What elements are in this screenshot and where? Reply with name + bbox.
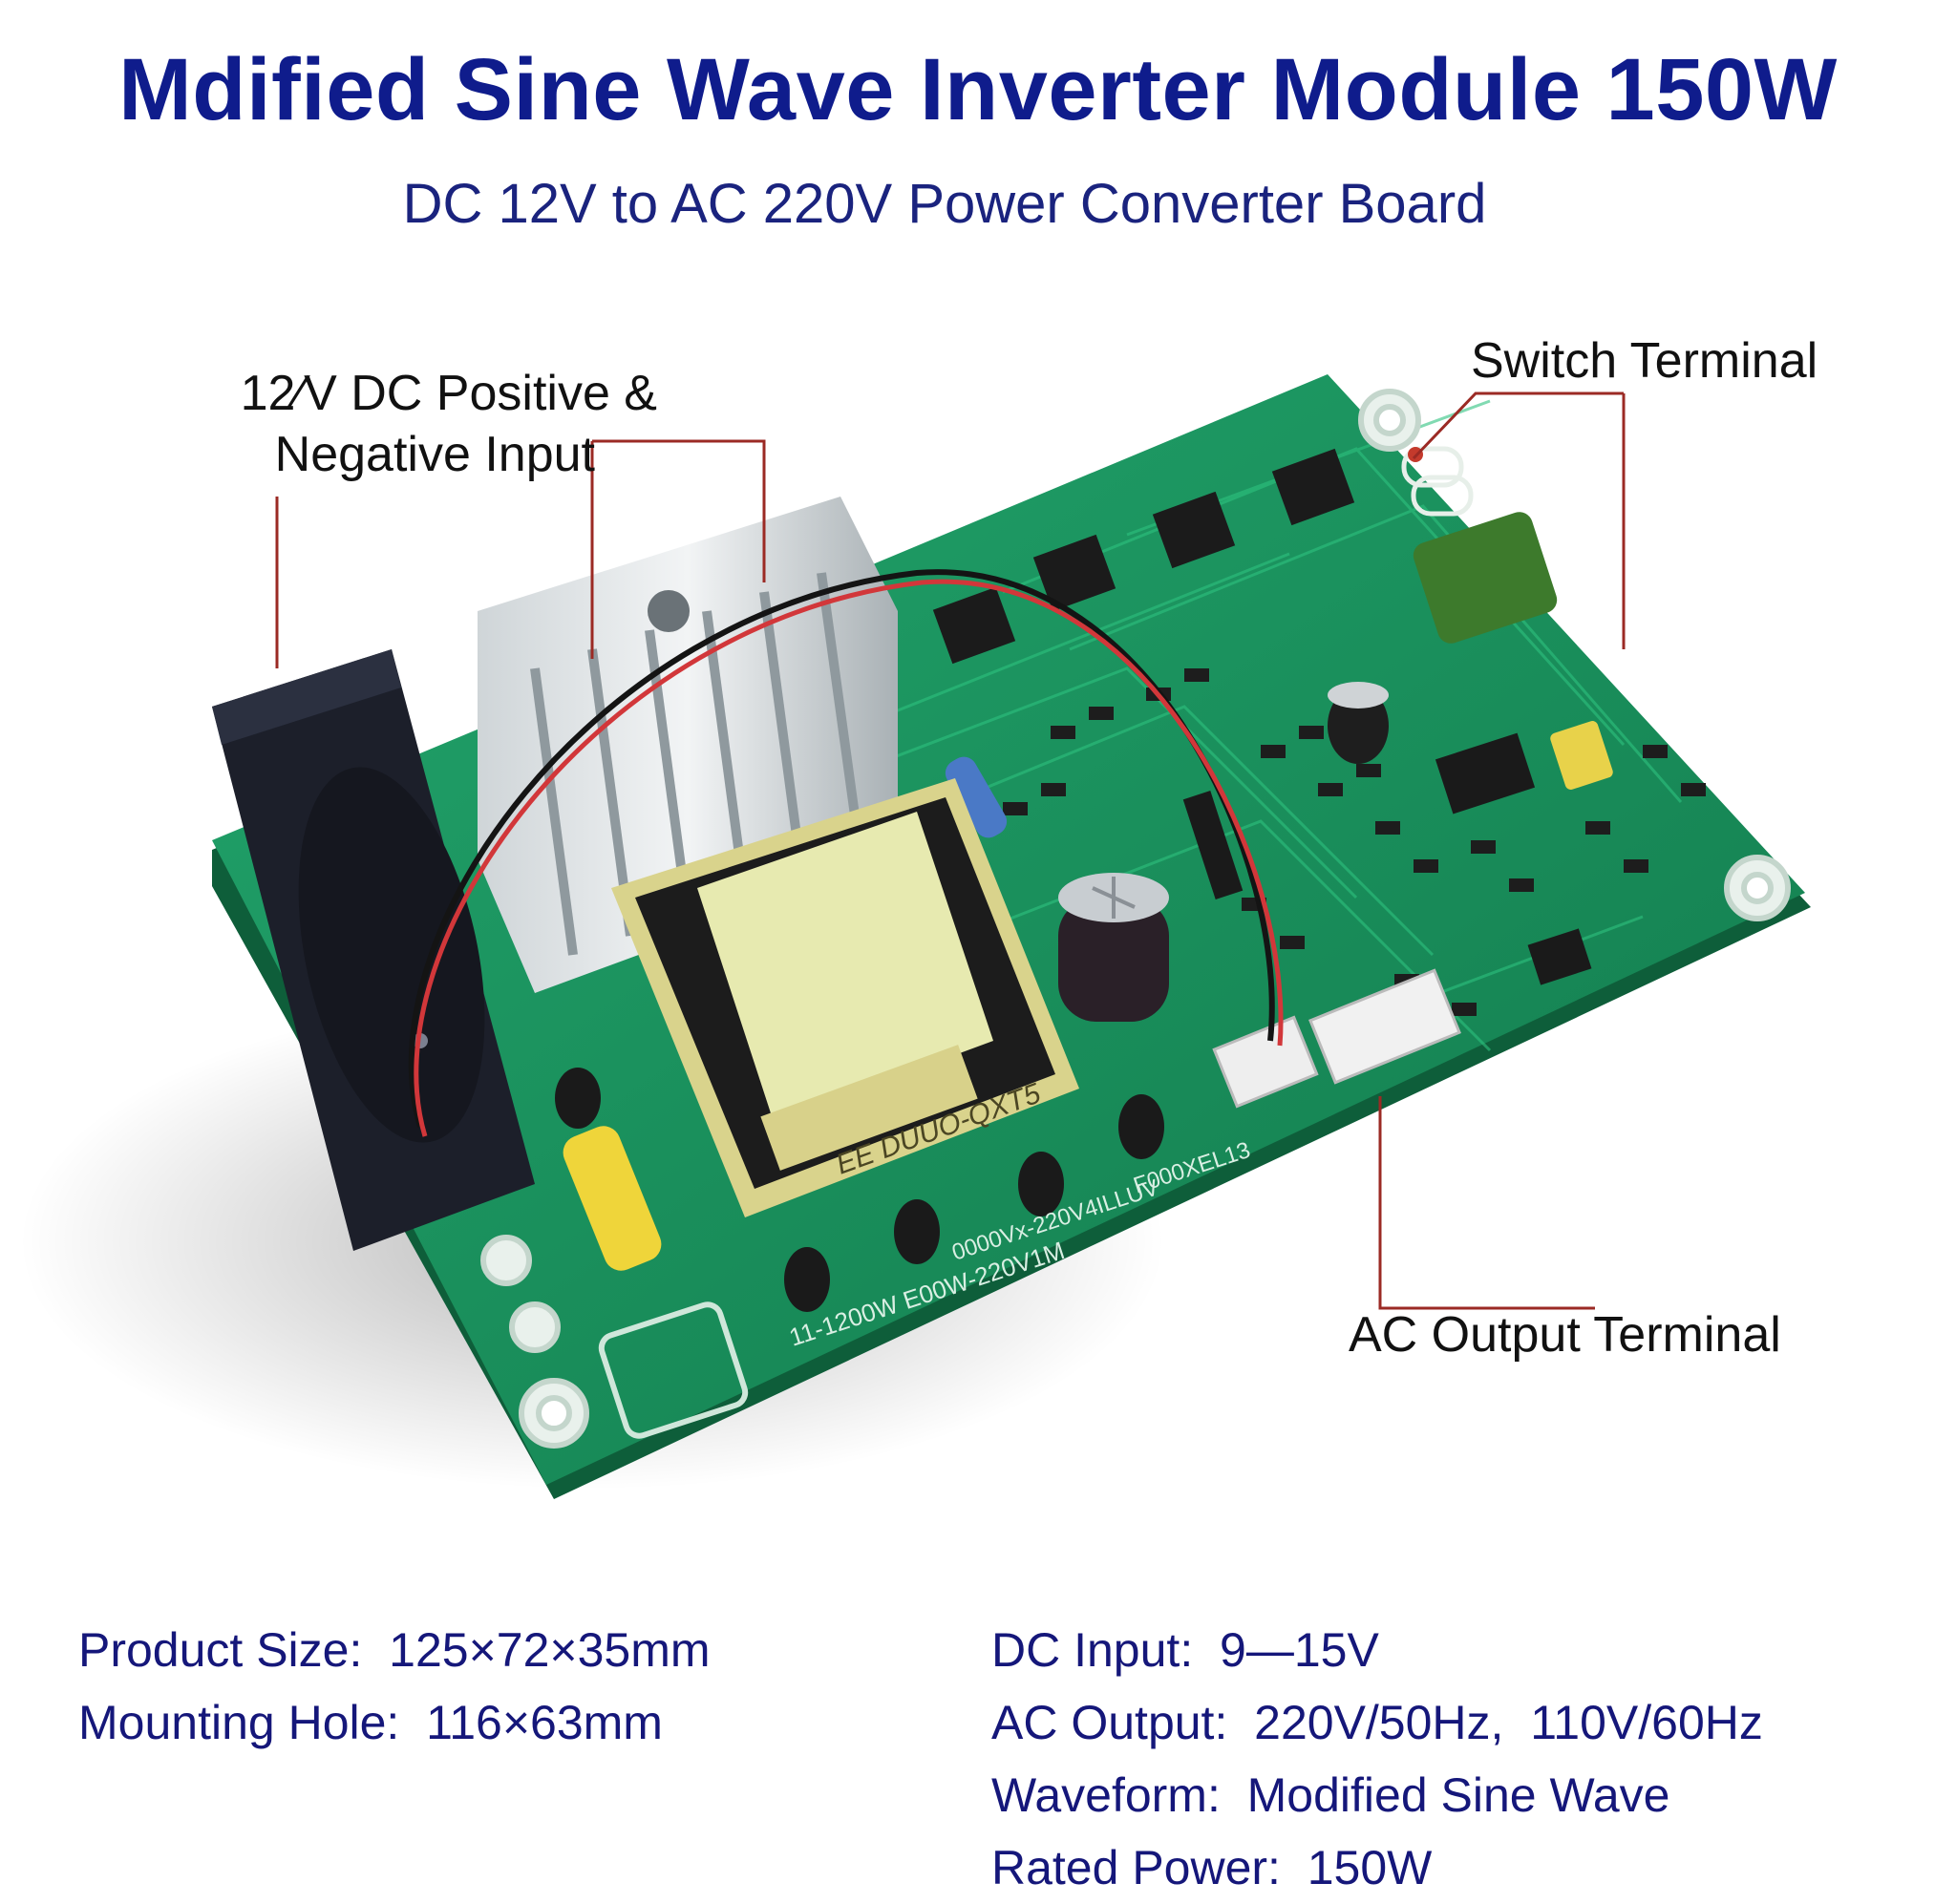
spec-value: Modified Sine Wave (1246, 1768, 1670, 1822)
specs-left: Product Size: 125×72×35mm Mounting Hole:… (78, 1614, 711, 1759)
spec-value: 220V/50Hz, 110V/60Hz (1254, 1696, 1763, 1749)
input-pad (598, 1301, 749, 1439)
specs-right: DC Input: 9—15V AC Output: 220V/50Hz, 11… (991, 1614, 1763, 1904)
electrolytic-capacitor-large (1058, 873, 1169, 1022)
spec-waveform: Waveform: Modified Sine Wave (991, 1759, 1763, 1831)
switch-connector (1212, 1015, 1319, 1109)
spec-ac-output: AC Output: 220V/50Hz, 110V/60Hz (991, 1686, 1763, 1759)
spec-label: Product Size: (78, 1623, 363, 1677)
smd-components (1003, 668, 1706, 1016)
dc-input-label-line2: Negative Input (274, 427, 595, 482)
ic-chip-2 (1527, 928, 1592, 985)
ic-chip-3 (1182, 791, 1244, 899)
transformer (611, 778, 1079, 1217)
fuse (563, 1126, 662, 1271)
spec-label: AC Output: (991, 1696, 1228, 1749)
page-subtitle: DC 12V to AC 220V Power Converter Board (402, 173, 1487, 235)
spec-value: 9—15V (1220, 1623, 1379, 1677)
dc-input-label: 12⁄V DC Positive & Negative Input (180, 363, 657, 485)
mounting-holes (480, 389, 1791, 1449)
spec-label: DC Input: (991, 1623, 1194, 1677)
spec-label: Mounting Hole: (78, 1696, 400, 1749)
cooling-fan (212, 649, 535, 1251)
ac-output-connector (1308, 968, 1461, 1085)
page-title: Mdified Sine Wave Inverter Module 150W (118, 41, 1838, 138)
fan-wire-black (408, 569, 1275, 1128)
spec-product-size: Product Size: 125×72×35mm (78, 1614, 711, 1686)
transistors (555, 1068, 1164, 1312)
mosfets (932, 448, 1355, 665)
fan-wire-red (414, 579, 1284, 1137)
switch-terminal-label: Switch Terminal (1471, 333, 1818, 389)
leader-lines (275, 391, 1626, 1310)
yellow-capacitor (1550, 721, 1613, 790)
spec-label: Rated Power: (991, 1841, 1281, 1894)
spec-dc-input: DC Input: 9—15V (991, 1614, 1763, 1686)
film-capacitor (1413, 512, 1558, 644)
spec-value: 125×72×35mm (389, 1623, 711, 1677)
spec-label: Waveform: (991, 1768, 1221, 1822)
dc-input-label-line1: 12⁄V DC Positive & (240, 366, 657, 421)
spec-mounting-hole: Mounting Hole: 116×63mm (78, 1686, 711, 1759)
spec-value: 116×63mm (426, 1696, 663, 1749)
electrolytic-capacitor-small (1328, 682, 1389, 764)
blue-resistor (945, 756, 1008, 838)
spec-value: 150W (1307, 1841, 1433, 1894)
ic-chip-1 (1435, 732, 1536, 814)
spec-rated-power: Rated Power: 150W (991, 1831, 1763, 1904)
ac-output-terminal-label: AC Output Terminal (1349, 1307, 1781, 1363)
